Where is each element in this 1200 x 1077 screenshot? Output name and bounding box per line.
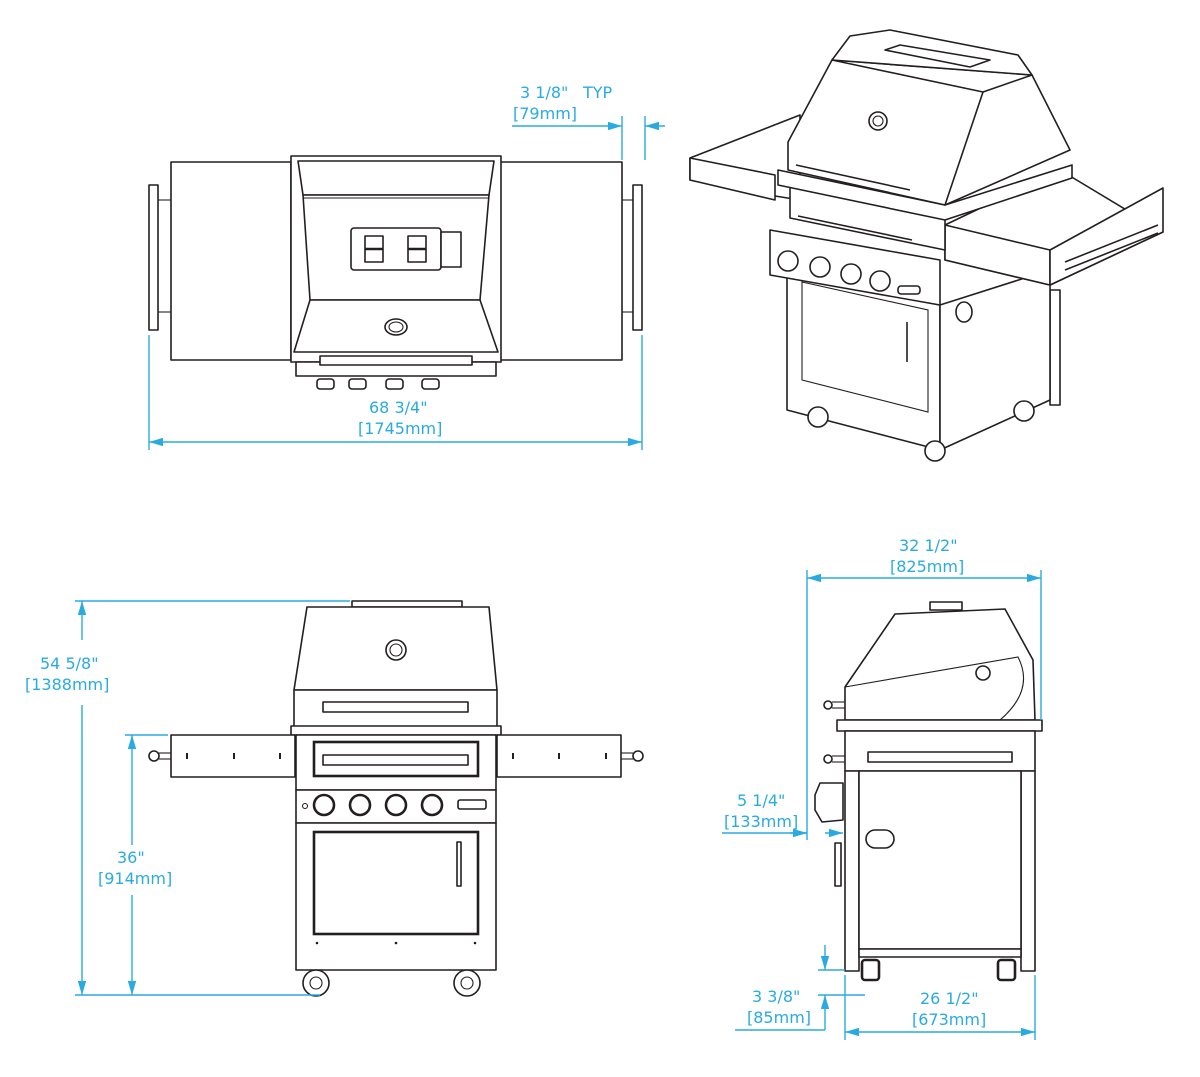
dim-counter-height-metric: [914mm] xyxy=(98,869,172,888)
knob xyxy=(348,793,372,817)
front-cart-door xyxy=(312,830,480,936)
right-shelf-handle xyxy=(632,184,643,331)
igniter-icon xyxy=(301,802,309,810)
knob xyxy=(384,793,408,817)
caster xyxy=(860,958,881,982)
dim-cart-depth: 26 1/2" [673mm] xyxy=(844,975,1036,1040)
iso-vent xyxy=(884,44,991,68)
open-lid-top xyxy=(297,160,495,196)
dim-front-projection: 5 1/4" [133mm] xyxy=(722,791,843,838)
dim-overall-depth: 32 1/2" [825mm] xyxy=(806,536,1042,840)
knob xyxy=(348,378,367,390)
caster xyxy=(302,969,330,997)
caster xyxy=(1013,400,1035,422)
dim-overall-depth-imperial: 32 1/2" xyxy=(899,536,958,555)
front-handle xyxy=(319,355,473,366)
knob xyxy=(809,256,831,278)
hood-handle xyxy=(322,701,469,713)
dim-overall-height-imperial: 54 5/8" xyxy=(40,654,99,673)
caster xyxy=(453,969,481,997)
left-shelf xyxy=(170,161,292,361)
dim-overall-width: 68 3/4" [1745mm] xyxy=(148,335,643,450)
knob xyxy=(840,263,862,285)
dim-cart-clearance-metric: [85mm] xyxy=(747,1008,811,1027)
knob xyxy=(420,793,444,817)
dim-overall-depth-metric: [825mm] xyxy=(890,557,964,576)
side-handle xyxy=(867,751,1013,763)
knob xyxy=(316,378,335,390)
dim-counter-height-imperial: 36" xyxy=(117,848,145,867)
side-hood xyxy=(844,608,1036,721)
dim-front-projection-imperial: 5 1/4" xyxy=(737,791,785,810)
dim-shelf-offset: 3 1/8" TYP [79mm] xyxy=(512,83,665,160)
knob xyxy=(869,270,891,292)
isometric-view xyxy=(689,29,1164,462)
dim-overall-width-metric: [1745mm] xyxy=(358,419,442,438)
door-handle xyxy=(456,841,462,887)
dim-cart-depth-imperial: 26 1/2" xyxy=(920,989,979,1008)
left-shelf-handle xyxy=(148,184,159,331)
dim-cart-clearance: 3 3/8" [85mm] xyxy=(735,945,865,1031)
side-cart-panel xyxy=(858,770,1022,950)
thermometer-icon xyxy=(868,111,888,131)
burner-knobs xyxy=(312,793,444,817)
side-knob xyxy=(814,782,844,823)
dim-overall-height-metric: [1388mm] xyxy=(25,675,109,694)
burner-knobs xyxy=(316,378,440,390)
caster xyxy=(807,406,829,428)
iso-cart-door xyxy=(801,281,929,413)
caster xyxy=(996,958,1017,982)
thermometer-icon xyxy=(384,318,408,336)
logo-badge xyxy=(457,799,487,810)
caster xyxy=(924,440,946,462)
dim-cart-depth-metric: [673mm] xyxy=(912,1010,986,1029)
knob xyxy=(312,793,336,817)
thermometer-icon xyxy=(385,639,407,661)
side-vent-knob xyxy=(975,665,991,681)
dim-counter-height: 36" [914mm] xyxy=(98,734,172,995)
top-view xyxy=(148,155,643,390)
dim-overall-height: 54 5/8" [1388mm] xyxy=(25,600,350,996)
side-view xyxy=(814,601,1043,982)
drawer-handle xyxy=(322,754,469,766)
dim-shelf-offset-imperial: 3 1/8" xyxy=(520,83,568,102)
knob xyxy=(777,250,799,272)
knob xyxy=(421,378,440,390)
logo-badge xyxy=(897,285,921,295)
dim-shelf-offset-metric: [79mm] xyxy=(513,104,577,123)
dim-cart-clearance-imperial: 3 3/8" xyxy=(752,987,800,1006)
dim-overall-width-imperial: 68 3/4" xyxy=(369,398,428,417)
dim-shelf-offset-note: TYP xyxy=(582,83,613,102)
knob xyxy=(385,378,404,390)
right-shelf xyxy=(499,161,623,361)
front-view xyxy=(148,600,644,997)
dim-front-projection-metric: [133mm] xyxy=(724,812,798,831)
